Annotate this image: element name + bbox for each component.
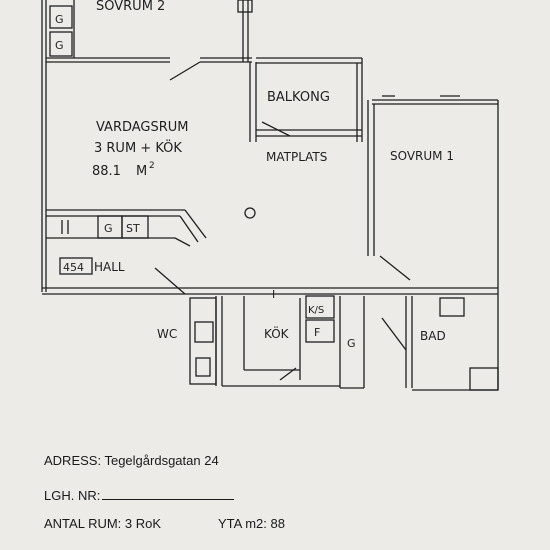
cabinet-st-label: ST: [126, 222, 140, 235]
closet-g-label: G: [347, 337, 356, 350]
wardrobe-label: G: [55, 39, 64, 52]
sink: [194, 321, 214, 343]
room-count-value: 3 RoK: [124, 516, 162, 531]
toilet: [195, 357, 211, 377]
apartment-line: LGH. NR:: [44, 486, 235, 503]
fridge-freezer: [305, 295, 335, 319]
room-count-line: ANTAL RUM: 3 RoK: [44, 516, 161, 531]
area-value: 88.1: [92, 164, 121, 179]
room-label-bedroom1: SOVRUM 1: [390, 149, 454, 163]
address-label: ADRESS:: [44, 453, 102, 468]
hall-code: 454: [63, 261, 84, 274]
shower: [469, 367, 499, 391]
wc-room: [189, 297, 217, 385]
address-line: ADRESS: Tegelgårdsgatan 24: [44, 453, 219, 468]
room-label-dining: MATPLATS: [266, 150, 327, 164]
fridge-freezer-label: K/S: [308, 305, 324, 316]
wardrobe: [49, 5, 73, 29]
door-swing: [381, 317, 407, 351]
wardrobe: [49, 31, 73, 57]
area-sup: 2: [149, 161, 155, 171]
apartment-label: LGH. NR:: [44, 488, 101, 503]
counter: [184, 209, 207, 239]
area-info-value: 88: [270, 516, 285, 531]
mark: [279, 367, 297, 381]
rooms-kitchen-label: 3 RUM + KÖK: [94, 139, 182, 156]
room-label-living: VARDAGSRUM: [96, 120, 189, 135]
room-count-label: ANTAL RUM:: [44, 516, 122, 531]
door-swing: [261, 121, 291, 137]
floor-plan: SOVRUM 2 G G BALKONG VARDAGSRUM 3 RUM + …: [41, 0, 499, 391]
stove-label: F: [314, 326, 320, 339]
wardrobe-label: G: [55, 13, 64, 26]
stove: [305, 319, 335, 343]
address-value: Tegelgårdsgatan 24: [104, 453, 219, 468]
room-label-bedroom2: SOVRUM 2: [96, 0, 165, 14]
hall-code-box: [59, 257, 93, 275]
area-label: YTA m2:: [218, 516, 267, 531]
room-label-kitchen: KÖK: [264, 325, 290, 341]
door-swing: [154, 267, 186, 295]
room-label-balcony: BALKONG: [267, 90, 330, 105]
area-unit: M: [136, 164, 147, 179]
sink: [439, 297, 465, 317]
room-label-hall: HALL: [94, 260, 125, 274]
cabinet-st: [121, 215, 149, 239]
area-line: YTA m2: 88: [218, 516, 285, 531]
room-label-wc: WC: [157, 327, 177, 341]
ceiling-lamp-mark: [244, 207, 256, 219]
room-label-bath: BAD: [420, 329, 446, 343]
door-label-i: I: [272, 288, 275, 301]
door-swing: [379, 255, 411, 281]
counter: [179, 215, 199, 243]
wall-block: [237, 0, 253, 13]
apartment-number-blank: [102, 486, 235, 500]
cabinet-g-label: G: [104, 222, 113, 235]
counter: [174, 237, 191, 247]
door-swing: [169, 61, 201, 81]
